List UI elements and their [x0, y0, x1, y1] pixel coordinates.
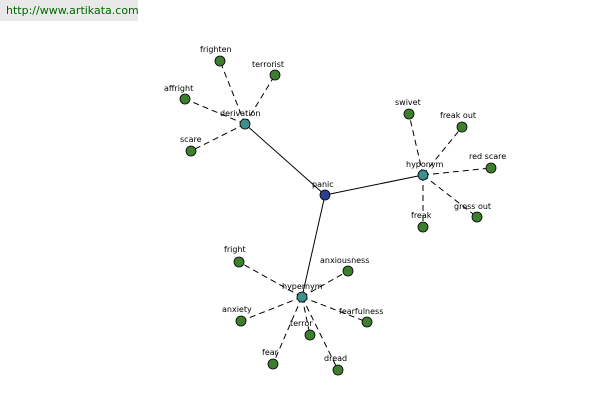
- hub-node-marker[interactable]: [239, 118, 251, 130]
- leaf-node-marker[interactable]: [233, 256, 245, 268]
- leaf-node-marker[interactable]: [304, 329, 316, 341]
- hub-node-marker[interactable]: [296, 291, 308, 303]
- node-hyponym[interactable]: hyponym: [406, 160, 444, 181]
- leaf-node-marker[interactable]: [269, 69, 281, 81]
- leaf-node-marker[interactable]: [332, 364, 344, 376]
- node-label-anxiety: anxiety: [222, 305, 252, 314]
- node-label-scare: scare: [180, 135, 202, 144]
- edge-hypernym-anxiety: [240, 296, 303, 322]
- leaf-node-marker[interactable]: [403, 108, 415, 120]
- node-freak[interactable]: freak: [411, 211, 432, 233]
- node-label-red-scare: red scare: [469, 152, 506, 161]
- node-label-hypernym: hypernym: [282, 282, 323, 291]
- leaf-node-marker[interactable]: [179, 93, 191, 105]
- node-fear[interactable]: fear: [262, 348, 279, 370]
- node-label-fearfulness: fearfulness: [339, 307, 383, 316]
- edge-panic-hyponym: [324, 174, 424, 196]
- graph-edges: [184, 60, 492, 371]
- edge-hypernym-dread: [301, 296, 339, 371]
- leaf-node-marker[interactable]: [456, 121, 468, 133]
- node-freak-out[interactable]: freak out: [440, 111, 476, 133]
- site-url[interactable]: http://www.artikata.com: [0, 0, 139, 21]
- node-frighten[interactable]: frighten: [200, 45, 232, 67]
- edge-hypernym-fear: [272, 296, 303, 365]
- node-anxiousness[interactable]: anxiousness: [320, 256, 369, 277]
- node-hypernym[interactable]: hypernym: [282, 282, 323, 303]
- edge-hypernym-terror: [301, 296, 311, 336]
- edge-panic-derivation: [244, 123, 326, 196]
- node-swivet[interactable]: swivet: [395, 98, 421, 120]
- edge-hypernym-anxiousness: [301, 270, 349, 298]
- leaf-node-marker[interactable]: [485, 162, 497, 174]
- leaf-node-marker[interactable]: [342, 265, 354, 277]
- leaf-node-marker[interactable]: [267, 358, 279, 370]
- node-label-anxiousness: anxiousness: [320, 256, 369, 265]
- node-fright[interactable]: fright: [224, 245, 246, 268]
- edge-derivation-scare: [190, 123, 246, 152]
- node-dread[interactable]: dread: [324, 354, 347, 376]
- leaf-node-marker[interactable]: [185, 145, 197, 157]
- edge-hyponym-gross-out: [422, 174, 478, 218]
- node-gross-out[interactable]: gross out: [454, 202, 491, 223]
- edge-derivation-affright: [184, 98, 246, 125]
- edge-hyponym-red-scare: [422, 167, 492, 176]
- node-label-hyponym: hyponym: [406, 160, 444, 169]
- node-terror[interactable]: terror: [290, 319, 316, 341]
- node-label-frighten: frighten: [200, 45, 232, 54]
- node-anxiety[interactable]: anxiety: [222, 305, 252, 327]
- edge-panic-hypernym: [301, 194, 326, 298]
- node-terrorist[interactable]: terrorist: [252, 60, 284, 81]
- node-label-freak-out: freak out: [440, 111, 476, 120]
- node-label-gross-out: gross out: [454, 202, 491, 211]
- center-node-marker[interactable]: [319, 189, 331, 201]
- node-label-freak: freak: [411, 211, 432, 220]
- leaf-node-marker[interactable]: [361, 316, 373, 328]
- node-label-swivet: swivet: [395, 98, 421, 107]
- node-label-fright: fright: [224, 245, 246, 254]
- node-label-dread: dread: [324, 354, 347, 363]
- node-scare[interactable]: scare: [180, 135, 202, 157]
- edge-hyponym-freak-out: [422, 126, 463, 176]
- leaf-node-marker[interactable]: [417, 221, 429, 233]
- edge-hypernym-fright: [238, 261, 303, 298]
- node-label-terrorist: terrorist: [252, 60, 284, 69]
- graph-nodes: frighten terrorist affright scare swivet frea…: [164, 45, 506, 376]
- node-fearfulness[interactable]: fearfulness: [339, 307, 383, 328]
- node-label-affright: affright: [164, 84, 193, 93]
- node-label-terror: terror: [290, 319, 313, 328]
- leaf-node-marker[interactable]: [235, 315, 247, 327]
- node-red-scare[interactable]: red scare: [469, 152, 506, 174]
- node-affright[interactable]: affright: [164, 84, 193, 105]
- node-derivation[interactable]: derivation: [220, 109, 260, 130]
- hub-node-marker[interactable]: [417, 169, 429, 181]
- leaf-node-marker[interactable]: [214, 55, 226, 67]
- edge-hypernym-fearfulness: [301, 296, 368, 323]
- node-label-panic: panic: [312, 180, 334, 189]
- edge-derivation-frighten: [219, 60, 246, 125]
- edge-hyponym-swivet: [408, 113, 424, 176]
- node-panic[interactable]: panic: [312, 180, 334, 201]
- node-label-derivation: derivation: [220, 109, 260, 118]
- leaf-node-marker[interactable]: [471, 211, 483, 223]
- node-label-fear: fear: [262, 348, 279, 357]
